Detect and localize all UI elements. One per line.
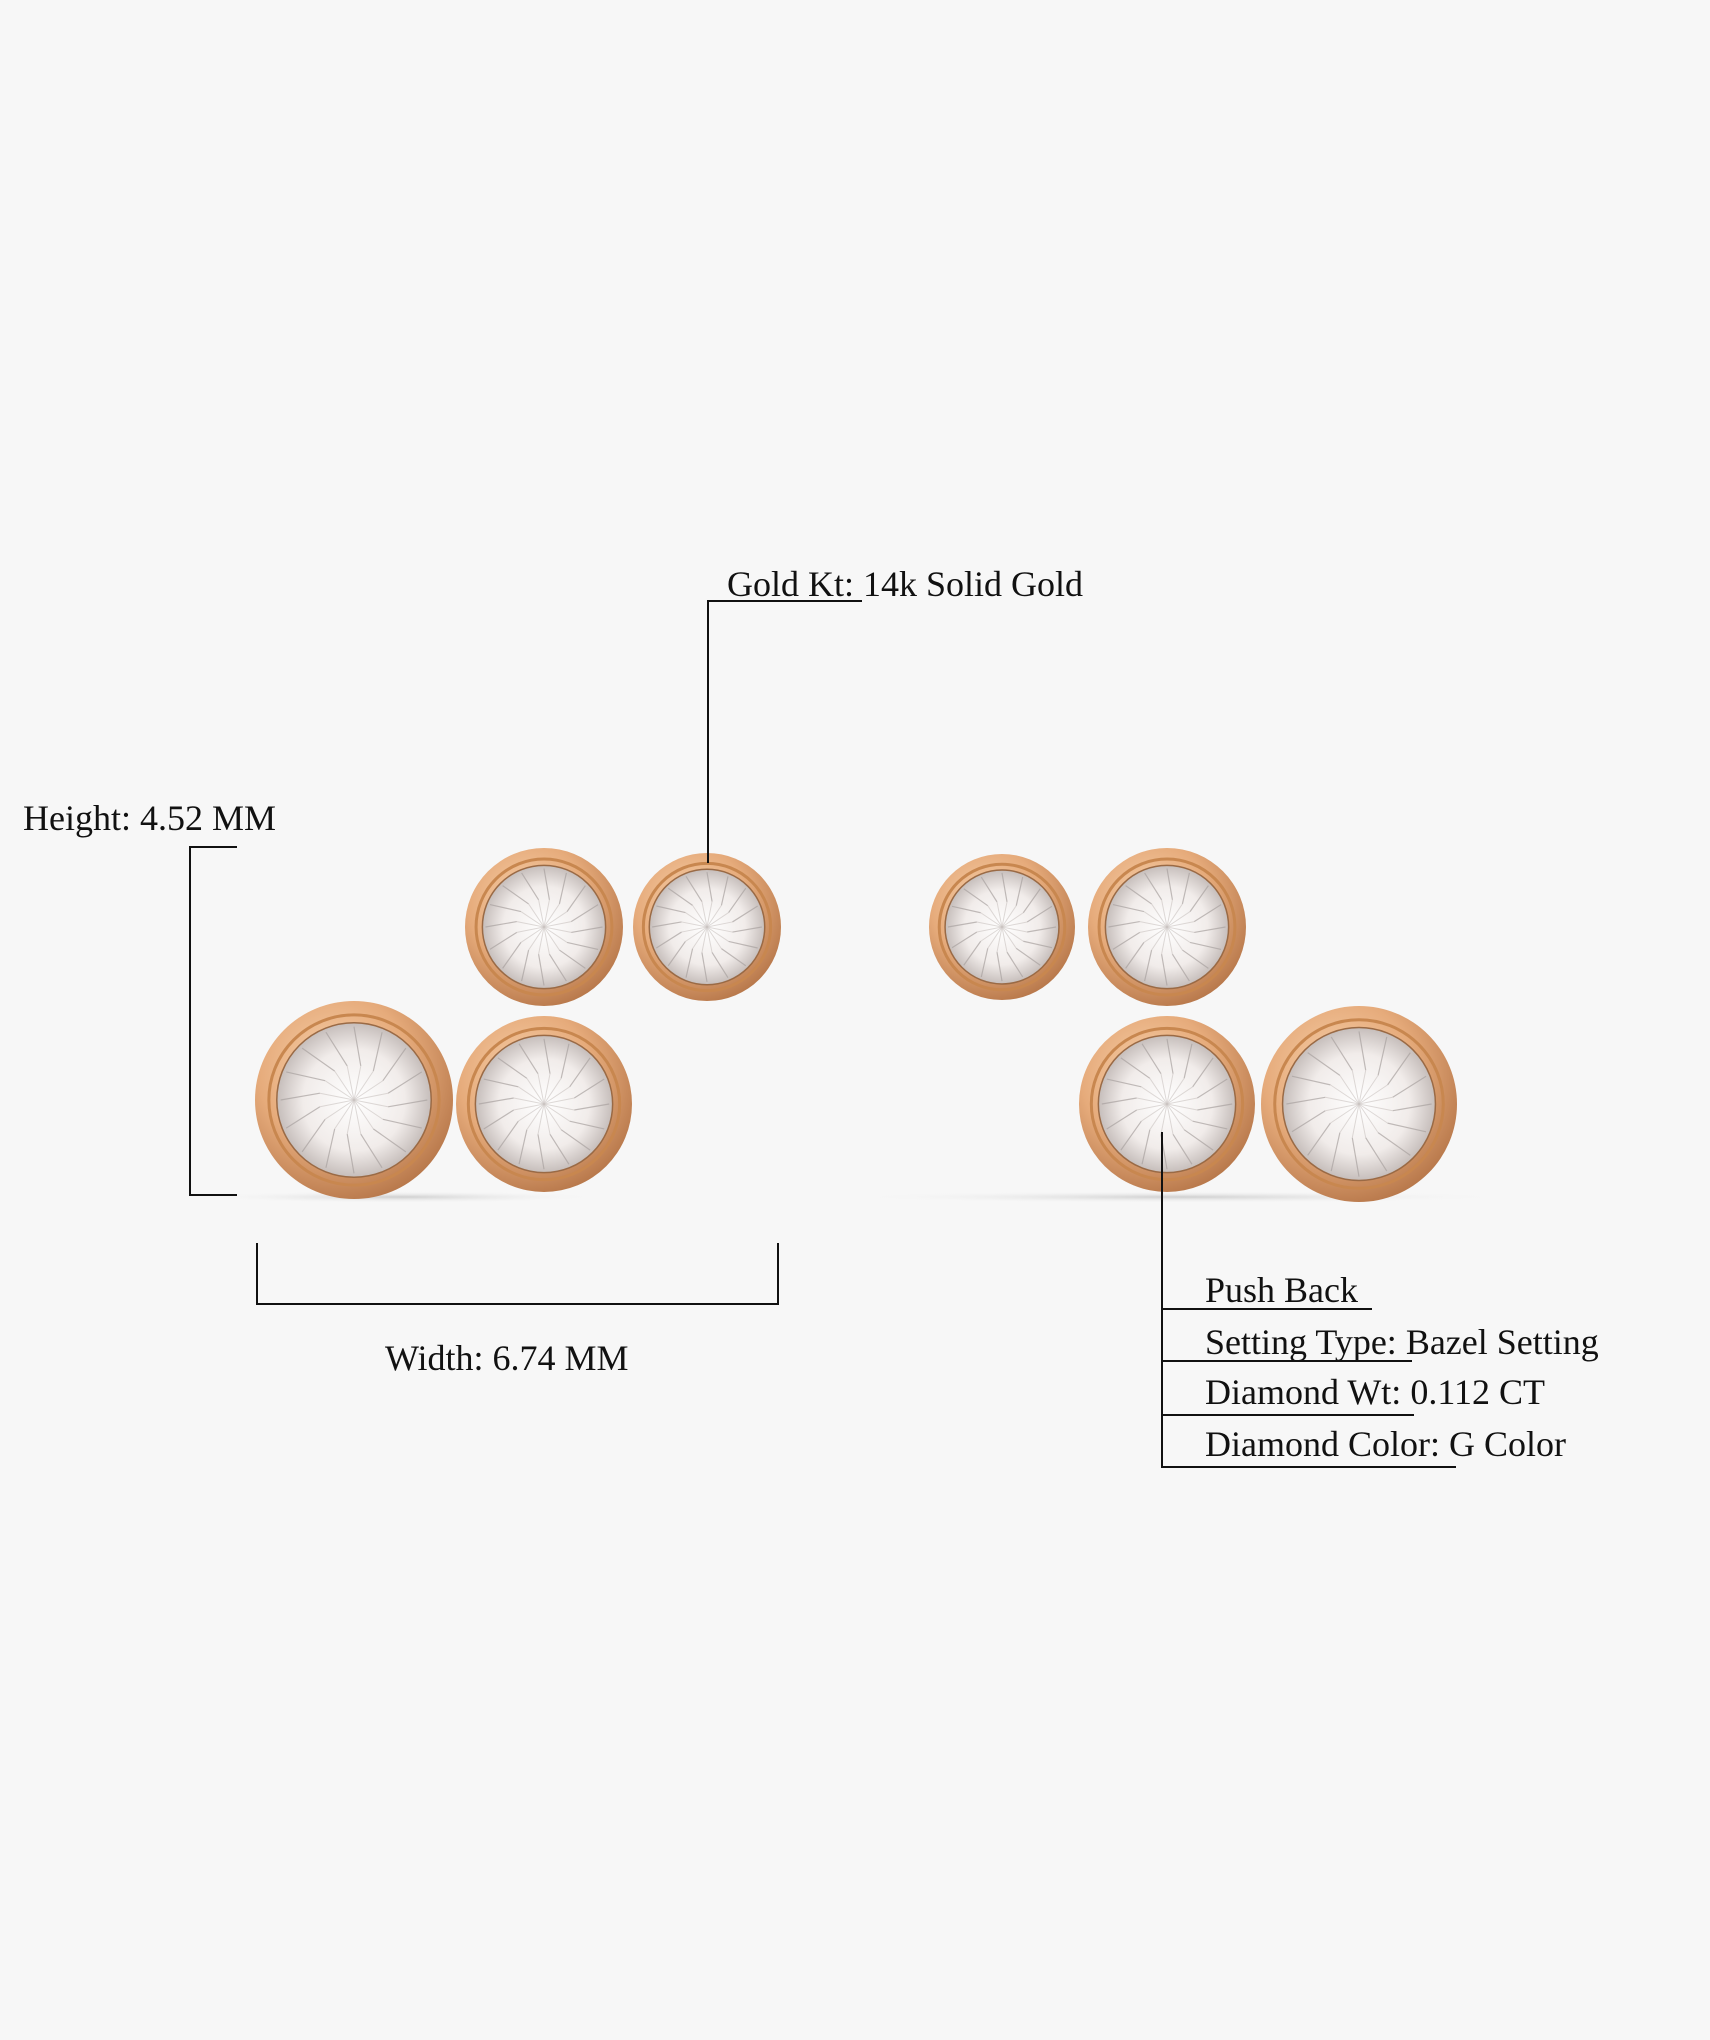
underline <box>1162 1466 1456 1468</box>
width-bracket <box>256 1303 779 1305</box>
bezel-diamond <box>1261 1006 1457 1202</box>
underline <box>1162 1308 1372 1310</box>
bezel-diamond <box>1088 848 1246 1006</box>
gold-kt-label: Gold Kt: 14k Solid Gold <box>727 564 1084 604</box>
underline <box>1162 1360 1412 1362</box>
height-bracket <box>189 846 191 1196</box>
setting-type-label: Setting Type: Bazel Setting <box>1205 1322 1599 1362</box>
diamond-weight-label: Diamond Wt: 0.112 CT <box>1205 1372 1545 1412</box>
underline <box>1162 1414 1414 1416</box>
bezel-diamond <box>465 848 623 1006</box>
gold-kt-underline <box>708 600 862 602</box>
height-bracket-top <box>189 846 237 848</box>
shadow <box>200 1191 600 1203</box>
width-bracket-left <box>256 1243 258 1305</box>
width-bracket-right <box>777 1243 779 1305</box>
bezel-diamond <box>929 854 1075 1000</box>
bezel-diamond <box>1079 1016 1255 1192</box>
width-label: Width: 6.74 MM <box>385 1338 629 1378</box>
back-type-label: Push Back <box>1205 1270 1358 1310</box>
height-label: Height: 4.52 MM <box>23 798 277 838</box>
gold-kt-leader-line <box>707 600 709 863</box>
bezel-diamond <box>255 1001 453 1199</box>
diamond-color-label: Diamond Color: G Color <box>1205 1424 1566 1464</box>
specs-leader-line <box>1161 1132 1163 1468</box>
bezel-diamond <box>633 853 781 1001</box>
height-bracket-bottom <box>189 1194 237 1196</box>
bezel-diamond <box>456 1016 632 1192</box>
shadow <box>850 1191 1510 1203</box>
